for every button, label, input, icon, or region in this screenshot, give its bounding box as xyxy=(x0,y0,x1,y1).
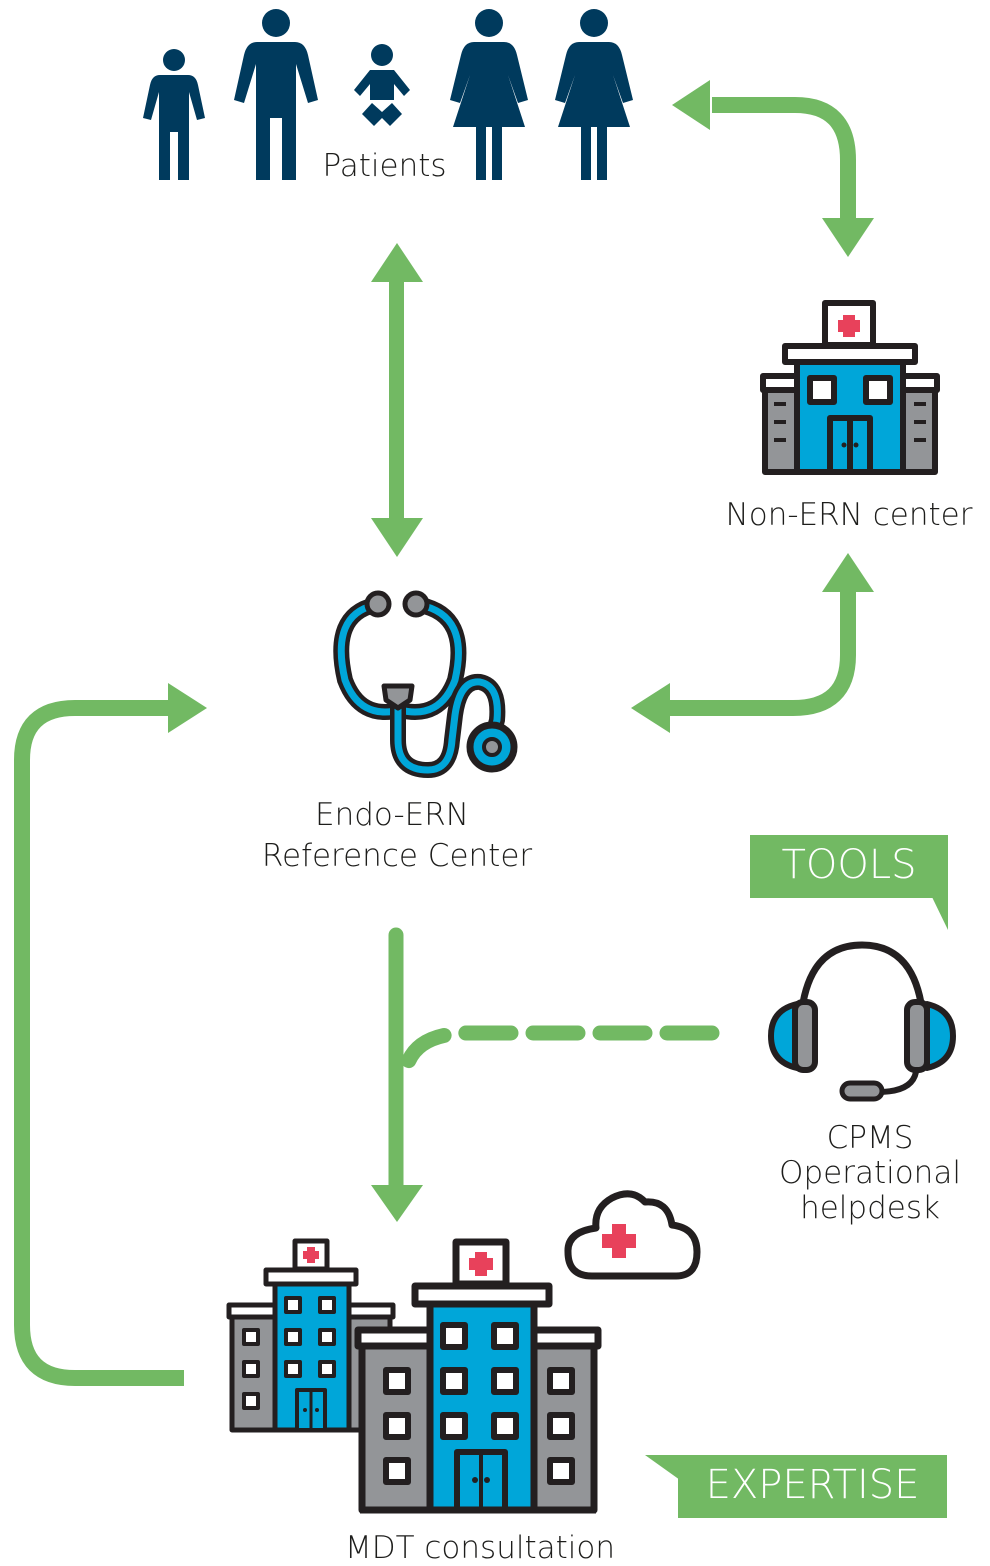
stethoscope-icon xyxy=(333,590,518,779)
expertise-tag-label: EXPERTISE xyxy=(705,1462,920,1508)
reference-nonern-arrow xyxy=(668,592,856,716)
cross-icon xyxy=(469,1252,493,1276)
expertise-tag xyxy=(645,1455,947,1518)
arrowhead xyxy=(371,1185,423,1222)
patients-icon xyxy=(143,9,633,180)
man-icon xyxy=(234,9,318,180)
baby-icon xyxy=(354,44,410,126)
mdt-consultation-label: MDT consultation xyxy=(344,1530,615,1566)
arrowhead xyxy=(168,683,207,733)
helpdesk-label-line3: helpdesk xyxy=(800,1190,940,1226)
large-hospital-icon xyxy=(354,1238,602,1514)
cross-icon xyxy=(838,315,860,337)
non-ern-center-label: Non-ERN center xyxy=(725,497,973,533)
arrowhead xyxy=(672,80,710,130)
patients-label: Patients xyxy=(322,148,447,184)
tools-tag-label: TOOLS xyxy=(781,842,917,888)
arrowhead xyxy=(822,553,874,592)
helpdesk-label-line1: CPMS xyxy=(826,1120,914,1156)
headset-icon xyxy=(768,941,956,1102)
arrowhead xyxy=(631,683,670,733)
cross-icon xyxy=(602,1224,636,1258)
patients-reference-arrow xyxy=(371,243,423,557)
patients-nonern-arrow xyxy=(712,97,856,220)
child-icon xyxy=(143,49,205,180)
mdt-reference-loop-arrow xyxy=(14,700,184,1386)
woman-icon xyxy=(450,9,528,180)
reference-center-label-line1: Endo-ERN xyxy=(315,797,469,833)
reference-center-label-line2: Reference Center xyxy=(261,838,533,874)
tools-tag xyxy=(750,835,948,930)
cloud-icon xyxy=(564,1190,701,1280)
woman-icon xyxy=(555,9,633,180)
non-ern-hospital-icon xyxy=(760,300,940,475)
helpdesk-label-line2: Operational xyxy=(779,1155,961,1191)
helpdesk-dashed-connector xyxy=(397,1025,720,1083)
small-hospital-icon xyxy=(226,1238,396,1433)
arrowhead xyxy=(822,218,874,257)
